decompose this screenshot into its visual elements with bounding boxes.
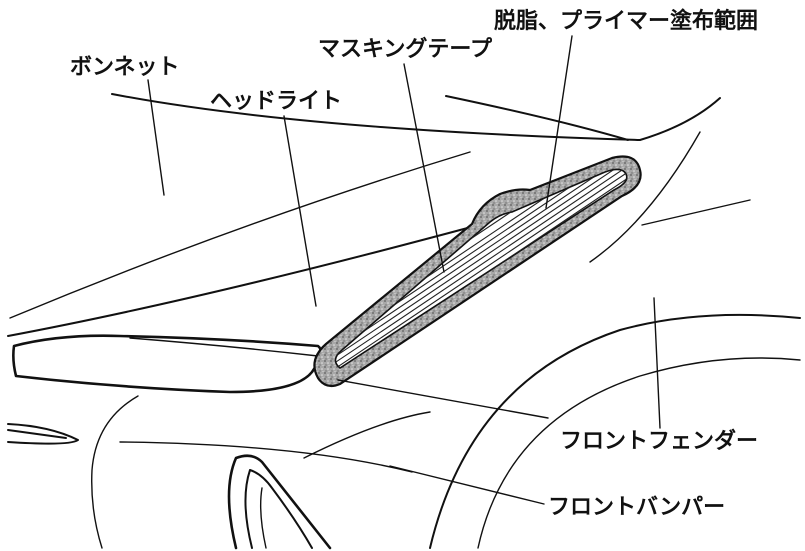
label-front-bumper: フロントバンパー bbox=[548, 495, 725, 520]
leader-masking-tape bbox=[403, 63, 445, 273]
label-masking-tape: マスキングテープ bbox=[318, 36, 493, 62]
leader-front-fender-1 bbox=[653, 297, 661, 429]
headlight-outline bbox=[12, 334, 323, 394]
leader-front-bumper bbox=[389, 465, 545, 505]
bumper-curve-left bbox=[91, 395, 139, 549]
headlight-inner-line bbox=[129, 337, 319, 357]
fender-side-line bbox=[589, 131, 701, 263]
label-bonnet: ボンネット bbox=[70, 55, 180, 80]
bonnet-top-line bbox=[445, 95, 629, 141]
bumper-mid-line bbox=[303, 411, 431, 459]
wheel-arch-outer bbox=[429, 313, 801, 549]
leader-headlight bbox=[283, 115, 317, 307]
bumper-vent-inner-2 bbox=[259, 487, 267, 549]
bonnet-rear-edge bbox=[111, 93, 721, 141]
leader-bonnet bbox=[147, 79, 165, 196]
primer-area bbox=[334, 168, 628, 369]
bonnet-front-edge bbox=[7, 225, 476, 337]
leader-primer bbox=[545, 35, 573, 209]
label-primer-area: 脱脂、プライマー塗布範囲 bbox=[494, 8, 758, 34]
label-headlight: ヘッドライト bbox=[210, 89, 342, 114]
bumper-top-line bbox=[119, 441, 413, 473]
bumper-vent-inner bbox=[244, 469, 313, 549]
bumper-grille-left bbox=[7, 423, 79, 445]
bumper-vent-outer bbox=[227, 454, 332, 550]
leader-front-fender-2 bbox=[337, 379, 549, 419]
wheel-arch-inner bbox=[477, 357, 801, 549]
label-front-fender: フロントフェンダー bbox=[560, 428, 758, 454]
bonnet-center-crease bbox=[9, 151, 471, 319]
bumper-grille-left-lower bbox=[7, 429, 67, 439]
fender-upper-crease bbox=[641, 199, 751, 226]
